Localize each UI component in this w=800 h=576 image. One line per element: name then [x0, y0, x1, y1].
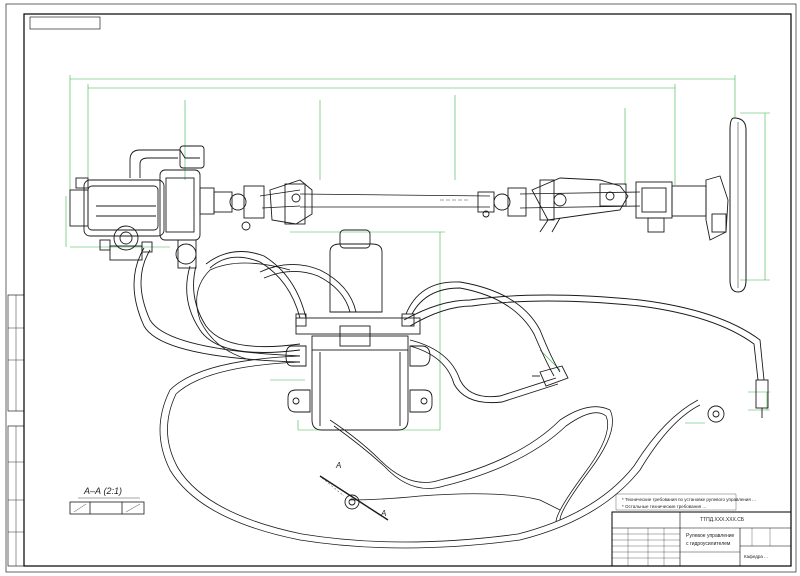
- lower-universal-joint: [199, 185, 265, 231]
- upper-universal-joint: [477, 187, 527, 218]
- drawing-code: ТТПД.ХХХ.ХХХ.СБ: [700, 517, 745, 523]
- wiring-harness: [159, 262, 701, 549]
- section-detail: [69, 497, 145, 515]
- section-view-label: А–А (2:1): [84, 486, 123, 496]
- dimension-lines: [65, 75, 770, 431]
- drawing-name-line2: с гидроусилителем: [686, 541, 731, 547]
- tech-requirement-1: * Технические требования по установке ру…: [622, 497, 756, 502]
- section-mark-top: А: [336, 461, 342, 470]
- organization-name: Кафедра ...: [744, 554, 768, 559]
- steering-gear-box: [69, 145, 205, 269]
- terminals: [319, 365, 769, 521]
- pump-reservoir: [285, 229, 433, 431]
- tech-requirement-2: * Остальные технические требования ...: [622, 504, 707, 509]
- hydraulic-hoses: [133, 247, 765, 404]
- section-mark-bottom: А: [381, 509, 387, 518]
- steering-shaft: [259, 189, 641, 209]
- title-block: [611, 493, 792, 567]
- column-mount: [531, 177, 629, 233]
- drawing-frame: [5, 3, 797, 573]
- column-bracket: [269, 179, 313, 225]
- steering-wheel: [729, 117, 747, 293]
- drawing-name-line1: Рулевое управление: [686, 533, 735, 539]
- column-housing: [635, 175, 729, 241]
